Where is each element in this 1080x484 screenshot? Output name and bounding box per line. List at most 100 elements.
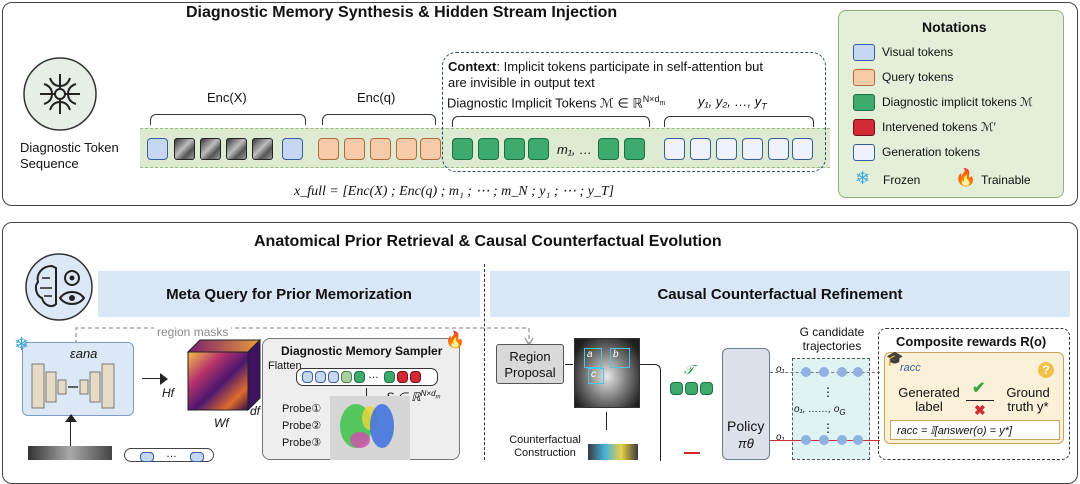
proposal-arrow (565, 364, 573, 365)
implicit-token (478, 138, 499, 160)
query-token (344, 138, 365, 160)
xray-to-policy-line (640, 364, 661, 461)
probe-2: Probe② (282, 420, 322, 432)
network-icon (23, 57, 97, 131)
visual-token (328, 371, 339, 383)
implicit-token (528, 138, 549, 160)
implicit-token (624, 138, 645, 160)
context-box (442, 52, 826, 172)
r-acc-label: racc (900, 362, 921, 374)
probe-1: Probe① (282, 403, 322, 415)
trajectory-nodes: ⋮ ⋮ (801, 367, 863, 445)
counterfactual-label: Counterfactual Construction (509, 434, 581, 459)
visual-token (190, 452, 204, 462)
region-a: a (584, 348, 602, 368)
policy-box (722, 348, 770, 460)
legend-swatch-implicit (853, 94, 875, 111)
top-title: Diagnostic Memory Synthesis & Hidden Str… (186, 4, 618, 21)
ground-truth-label: Ground truth y* (1006, 385, 1050, 414)
check-icon: ✔ (972, 380, 986, 397)
implicit-token (700, 382, 713, 395)
generation-token (768, 138, 789, 160)
intervened-token (410, 371, 421, 383)
attention-heatmap (330, 396, 410, 460)
generation-token (716, 138, 737, 160)
probe-3: Probe③ (282, 437, 322, 449)
feature-cube (186, 338, 262, 412)
generation-token (742, 138, 763, 160)
cross-icon: ✖ (974, 402, 986, 418)
visual-token (147, 138, 168, 160)
fire-icon: 🔥 (445, 332, 465, 349)
xray-thumb (28, 446, 112, 460)
fire-icon: 🔥 (955, 168, 977, 187)
implicit-token (685, 382, 698, 395)
sequence-label: Diagnostic Token Sequence (20, 140, 119, 171)
reward-icon: 🎓 (886, 350, 904, 366)
trainable-label: Trainable (981, 173, 1031, 187)
generation-token (664, 138, 685, 160)
left-section-header: Meta Query for Prior Memorization (98, 271, 480, 317)
enc-x-brace (150, 114, 306, 125)
legend-swatch-intervened (853, 119, 875, 136)
o-range-label: o₁, ……, oG (794, 404, 846, 417)
down-arrow (366, 388, 367, 398)
snowflake-icon: ❄ (855, 168, 871, 188)
enc-q-label: Enc(q) (357, 90, 396, 105)
implicit-token (670, 382, 683, 395)
svg-text:⋮: ⋮ (822, 421, 834, 435)
right-section-header: Causal Counterfactual Refinement (490, 271, 1070, 317)
counterfactual-image (588, 444, 638, 460)
section-divider (484, 264, 485, 460)
up-arrow-head (65, 414, 77, 422)
full-sequence-formula: x_full = [Enc(X) ; Enc(q) ; m₁ ; ⋯ ; m_N… (294, 184, 615, 199)
frozen-label: Frozen (883, 173, 921, 187)
sampled-token (341, 371, 352, 383)
generated-label: Generated label (898, 385, 960, 414)
m-label: m₁, … (557, 142, 593, 157)
visual-token (315, 371, 326, 383)
up-arrow (70, 418, 71, 446)
o1-top-label: o₁ (776, 364, 785, 375)
legend-swatch-generation (853, 144, 875, 161)
bottom-title: Anatomical Prior Retrieval & Causal Coun… (254, 233, 722, 250)
encoder-blocks (31, 363, 115, 409)
g-candidates-label: G candidate trajectories (799, 325, 865, 353)
df-label: df (250, 404, 261, 418)
r-acc-formula-box: racc = 𝕀[answer(o) = y*] (890, 420, 1060, 440)
down-arrow (606, 412, 607, 430)
legend-swatch-visual (853, 44, 875, 61)
help-icon: ? (1038, 362, 1054, 378)
notations-title: Notations (922, 19, 987, 35)
arrow-head (160, 373, 168, 385)
generation-token (792, 138, 813, 160)
svg-text:⋮: ⋮ (822, 385, 834, 399)
query-token (318, 138, 339, 160)
image-patch-token (174, 138, 195, 160)
flatten-label: Flatten (268, 360, 302, 372)
context-text: Context: Implicit tokens participate in … (448, 59, 764, 90)
wf-label: Wf (214, 416, 229, 430)
ellipsis: … (368, 369, 379, 381)
outputs-label: y₁, y₂, …, yT (698, 94, 767, 112)
intervened-token (397, 371, 408, 383)
image-patch-token (252, 138, 273, 160)
visual-token (140, 452, 154, 462)
policy-symbol: πθ (738, 436, 754, 451)
sampler-title: Diagnostic Memory Sampler (281, 344, 443, 358)
implicit-token (504, 138, 525, 160)
encoder-to-feature-arrow (142, 378, 164, 379)
implicit-tokens-label: Diagnostic Implicit Tokens ℳ ∈ ℝN×dm (447, 94, 666, 111)
compare-arrow (966, 400, 994, 401)
query-token (420, 138, 441, 160)
generation-token (690, 138, 711, 160)
implicit-token (452, 138, 473, 160)
enc-q-brace (322, 114, 436, 125)
policy-label: Policy (727, 418, 765, 434)
snowflake-icon: ❄ (14, 334, 30, 354)
legend-visual: Visual tokens (853, 44, 1053, 62)
region-b: b (610, 348, 630, 368)
implicit-token (354, 371, 365, 383)
brain-gear-icon (25, 253, 93, 321)
region-c: c (588, 368, 604, 384)
